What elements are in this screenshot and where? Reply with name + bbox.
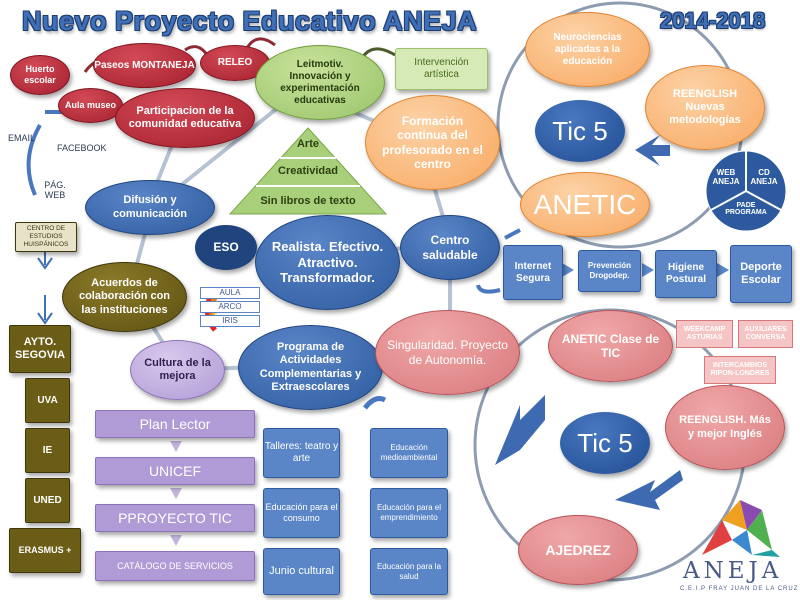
node-reenglish-ingles: REENGLISH. Más y mejor Inglés (665, 385, 785, 470)
pyramid-level-sin-libros: Sin libros de texto (260, 195, 356, 207)
programa-junio-cultural: Junio cultural (263, 548, 340, 595)
node-programa-actividades: Programa de Actividades Complementarias … (238, 325, 383, 410)
salud-deporte-escolar: Deporte Escolar (730, 245, 792, 303)
node-ajedrez: AJEDREZ (518, 515, 638, 585)
quality-aula: AULA (200, 287, 260, 299)
node-huerto-escolar: Huerto escolar (10, 55, 70, 95)
tag-auxiliares: AUXILIARES CONVERSA (738, 320, 793, 348)
programa-emprendimiento: Educación para el emprendimiento (370, 488, 448, 538)
cultura-proyecto-tic: PPROYECTO TIC (95, 504, 255, 532)
node-tic5-bottom: Tic 5 (560, 412, 650, 474)
node-eso: ESO (195, 225, 257, 270)
node-anetic-top: ANETIC (520, 172, 650, 237)
cultura-catalogo: CATÁLOGO DE SERVICIOS (95, 551, 255, 581)
aneja-logo-mark (702, 500, 780, 557)
label-facebook: FACEBOOK (57, 143, 107, 153)
page-title: Nuevo Proyecto Educativo ANEJA (22, 6, 478, 36)
pyramid-level-arte: Arte (296, 138, 319, 150)
pie-cd-aneja: CD ANEJA (750, 168, 778, 186)
node-singularidad: Singularidad. Proyecto de Autonomía. (375, 310, 520, 395)
logo-name: ANEJA (683, 558, 783, 584)
pie-web-aneja: WEB ANEJA (712, 168, 740, 186)
cultura-unicef: UNICEF (95, 457, 255, 485)
node-anetic-clase-tic: ANETIC Clase de TIC (548, 310, 673, 382)
node-cultura-mejora: Cultura de la mejora (130, 340, 225, 400)
node-leitmotiv: Leitmotiv. Innovación y experimentación … (255, 45, 385, 120)
salud-internet-segura: Internet Segura (503, 245, 563, 300)
partner-erasmus: ERASMUS + (9, 528, 81, 573)
salud-prevencion: Prevención Drogodep. (578, 250, 641, 292)
pie-pade-programa: PADE PROGRAMA (725, 202, 767, 216)
tag-weekcamp: WEEKCAMP ASTURIAS (676, 320, 733, 348)
partner-ie: IE (25, 428, 70, 473)
node-reenglish-metodologias: REENGLISH Nuevas metodologías (645, 65, 765, 150)
node-paseos-montaneja: Paseos MONTANEJA (93, 43, 196, 88)
tag-intercambios: INTERCAMBIOS RIPON-LONDRES (704, 356, 776, 384)
pyramid-level-creatividad: Creatividad (278, 165, 338, 177)
node-realista: Realista. Efectivo. Atractivo. Transform… (255, 215, 400, 310)
node-formacion-continua: Formación continua del profesorado en el… (365, 95, 500, 190)
partner-ayto-segovia: AYTO. SEGOVIA (9, 325, 71, 373)
programa-medioambiental: Educación medioambiental (370, 428, 448, 478)
partner-uva: UVA (25, 378, 70, 423)
pyramid-shape (228, 127, 388, 215)
node-neurociencias: Neurociencias aplicadas a la educación (525, 12, 650, 87)
node-tic5-top: Tic 5 (535, 100, 625, 162)
quality-arco: ARCO (200, 301, 260, 313)
node-participacion: Participacion de la comunidad educativa (115, 88, 255, 148)
node-intervencion-artistica: Intervención artística (395, 48, 488, 90)
programa-salud: Educación para la salud (370, 548, 448, 595)
label-pag-web: PÁG. WEB (44, 180, 66, 200)
node-acuerdos: Acuerdos de colaboración con las institu… (62, 262, 187, 332)
programa-talleres: Talleres: teatro y arte (263, 428, 340, 478)
node-aula-museo: Aula museo (58, 88, 123, 123)
cultura-plan-lector: Plan Lector (95, 410, 255, 438)
node-centro-estudios: CENTRO DE ESTUDIOS HUISPÁNICOS (15, 222, 77, 252)
programa-consumo: Educación para el consumo (263, 488, 340, 538)
logo-subtitle: C.E.I.P FRAY JUAN DE LA CRUZ (680, 586, 799, 592)
node-centro-saludable: Centro saludable (400, 215, 500, 280)
node-difusion: Difusión y comunicación (85, 180, 215, 235)
partner-uned: UNED (25, 478, 70, 523)
pie-digital-icon (705, 150, 787, 232)
project-years: 2014-2018 (660, 8, 766, 33)
label-email: EMAIL (8, 133, 36, 143)
quality-iris: IRIS (200, 315, 260, 327)
salud-higiene-postural: Higiene Postural (655, 250, 717, 298)
